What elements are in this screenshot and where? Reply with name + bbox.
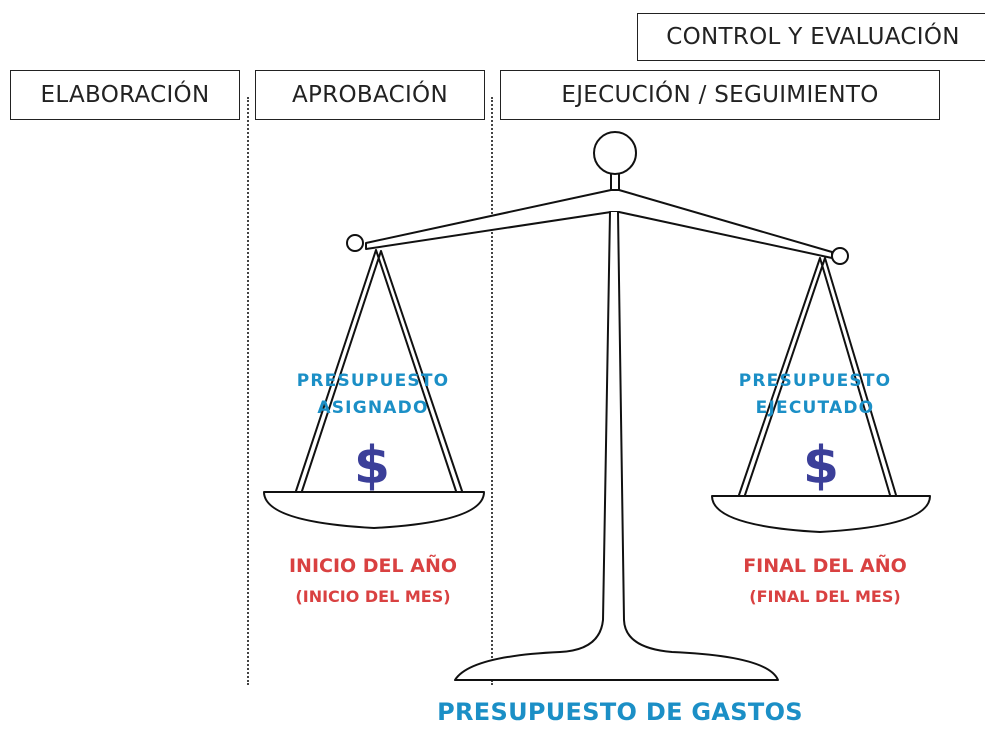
stage-elaboracion-label: ELABORACIÓN <box>40 82 210 108</box>
stage-aprobacion-label: APROBACIÓN <box>292 82 448 108</box>
stage-ejecucion-seguimiento: EJECUCIÓN / SEGUIMIENTO <box>500 70 940 120</box>
left-time-label: INICIO DEL AÑO (INICIO DEL MES) <box>263 550 483 612</box>
scale-column-base <box>454 211 779 681</box>
left-time-sub: (INICIO DEL MES) <box>295 587 451 606</box>
stage-control-label: CONTROL Y EVALUACIÓN <box>666 24 960 50</box>
left-pan-strings <box>295 249 463 492</box>
right-pan-label-line2: EJECUTADO <box>755 398 875 418</box>
right-time-sub: (FINAL DEL MES) <box>749 587 901 606</box>
left-pan-bowl <box>263 491 485 529</box>
left-time-main: INICIO DEL AÑO <box>288 555 458 577</box>
right-dollar-icon: $ <box>802 436 840 496</box>
divider-elaboracion-aprobacion <box>247 97 249 685</box>
stage-ejecucion-label: EJECUCIÓN / SEGUIMIENTO <box>561 82 879 108</box>
left-pan-label-line1: PRESUPUESTO <box>296 371 450 391</box>
scale-top-knob <box>593 131 637 175</box>
diagram-title: PRESUPUESTO DE GASTOS <box>437 698 803 726</box>
right-pan-strings <box>738 257 897 496</box>
beam-left-knob <box>346 234 364 252</box>
scale-beam <box>365 189 833 259</box>
beam-right-knob <box>831 247 849 265</box>
left-dollar-icon: $ <box>353 436 391 496</box>
right-pan-bowl <box>711 495 931 533</box>
right-time-main: FINAL DEL AÑO <box>743 555 907 577</box>
stage-control-evaluacion: CONTROL Y EVALUACIÓN <box>637 13 985 61</box>
divider-aprobacion-ejecucion <box>491 97 493 685</box>
left-pan-label-line2: ASIGNADO <box>317 398 429 418</box>
right-time-label: FINAL DEL AÑO (FINAL DEL MES) <box>715 550 935 612</box>
left-pan-label: PRESUPUESTO ASIGNADO <box>273 368 473 422</box>
stage-aprobacion: APROBACIÓN <box>255 70 485 120</box>
stage-elaboracion: ELABORACIÓN <box>10 70 240 120</box>
right-pan-label: PRESUPUESTO EJECUTADO <box>715 368 915 422</box>
scale-neck <box>610 173 620 191</box>
right-pan-label-line1: PRESUPUESTO <box>738 371 892 391</box>
